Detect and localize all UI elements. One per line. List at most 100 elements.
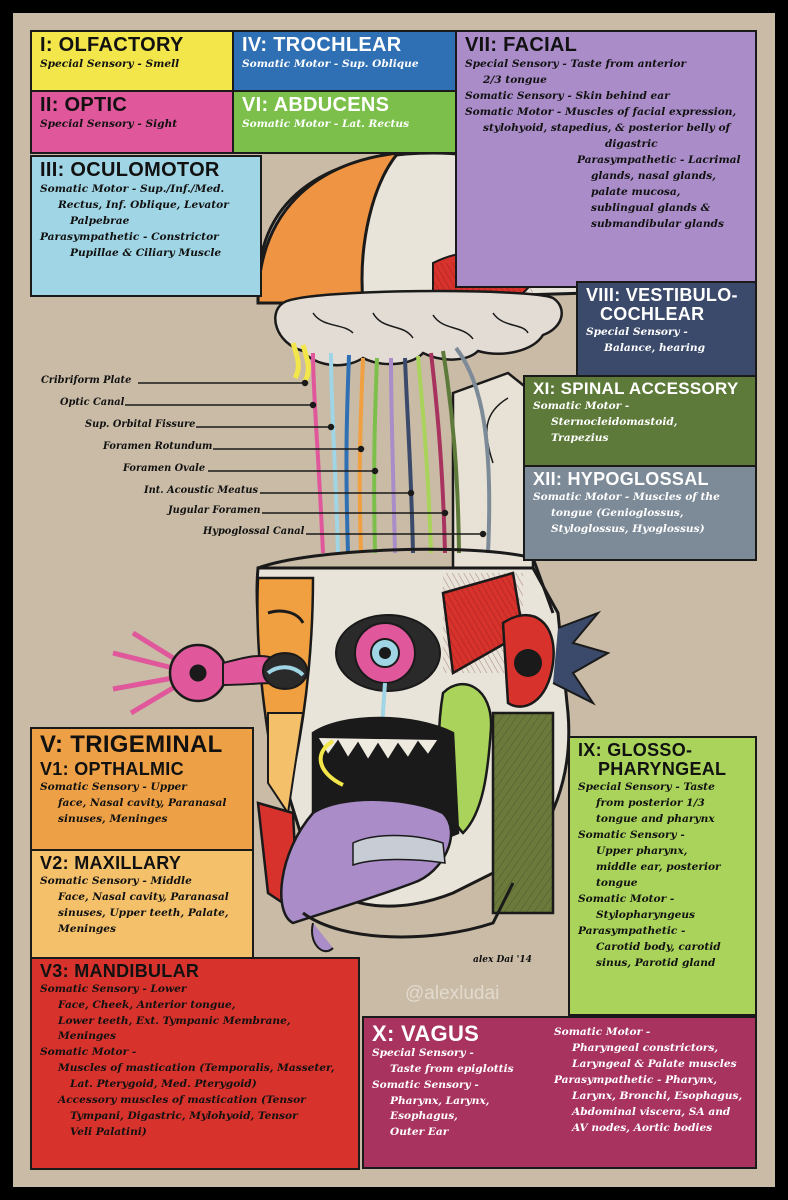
foramen-label: Int. Acoustic Meatus	[144, 485, 259, 496]
v1-line: Somatic Sensory - Upper	[40, 781, 187, 794]
hypoglossal-line: Somatic Motor - Muscles of the	[533, 490, 720, 503]
glossopharyngeal-line: from posterior 1/3	[596, 796, 705, 809]
glossopharyngeal-box: IX: GLOSSO- PHARYNGEAL Special Sensory -…	[568, 736, 757, 1016]
glossopharyngeal-line: middle ear, posterior	[596, 860, 721, 873]
facial-line: Parasympathetic - Lacrimal	[577, 154, 741, 167]
facial-line: digastric	[605, 138, 658, 151]
artist-signature: alex Dai '14	[473, 955, 532, 965]
glossopharyngeal-line: tongue	[596, 876, 638, 889]
foramina-leaders	[125, 379, 487, 538]
foramen-label: Foramen Ovale	[123, 463, 206, 474]
v2-box: V2: MAXILLARY Somatic Sensory - Middle F…	[30, 849, 254, 959]
glossopharyngeal-line: Parasympathetic -	[578, 925, 686, 938]
trochlear-line: Somatic Motor - Sup. Oblique	[242, 58, 419, 70]
oculomotor-box: III: OCULOMOTOR Somatic Motor - Sup./Inf…	[30, 155, 262, 297]
vagus-line: Abdominal viscera, SA and	[572, 1106, 731, 1119]
vagus-line: Pharyngeal constrictors,	[572, 1042, 719, 1055]
vestibulocochlear-line: Balance, hearing	[604, 341, 705, 354]
trigeminal-v1-box: V: TRIGEMINAL V1: OPTHALMIC Somatic Sens…	[30, 727, 254, 851]
facial-line: 2/3 tongue	[483, 74, 547, 87]
vagus-line: Outer Ear	[390, 1126, 449, 1139]
facial-line: sublingual glands &	[591, 202, 711, 215]
glossopharyngeal-line: sinus, Parotid gland	[596, 957, 716, 970]
glossopharyngeal-line: Upper pharynx,	[596, 844, 688, 857]
oculomotor-line: Palpebrae	[70, 215, 130, 228]
vagus-box: X: VAGUS Special Sensory - Taste from ep…	[362, 1016, 757, 1169]
abducens-box: VI: ABDUCENS Somatic Motor - Lat. Rectus	[232, 90, 457, 154]
vagus-line: Somatic Sensory -	[372, 1079, 479, 1092]
glossopharyngeal-line: Somatic Motor -	[578, 893, 675, 905]
oculomotor-line: Somatic Motor - Sup./Inf./Med.	[40, 183, 225, 195]
v2-title: V2: MAXILLARY	[40, 853, 182, 873]
hypoglossal-title: XII: HYPOGLOSSAL	[533, 469, 709, 489]
vagus-line: AV nodes, Aortic bodies	[572, 1122, 713, 1135]
abducens-line: Somatic Motor - Lat. Rectus	[242, 118, 410, 130]
credit-watermark: @alexludai	[405, 983, 500, 1004]
v3-line: Accessory muscles of mastication (Tensor	[58, 1094, 306, 1107]
abducens-title: VI: ABDUCENS	[242, 94, 390, 116]
optic-title: II: OPTIC	[40, 94, 128, 116]
v3-line: Lat. Pterygoid, Med. Pterygoid)	[70, 1078, 257, 1091]
v3-line: Somatic Motor -	[40, 1046, 137, 1059]
oculomotor-line: Parasympathetic - Constrictor	[40, 231, 219, 244]
oculomotor-line: Pupillae & Ciliary Muscle	[70, 247, 222, 260]
facial-box: VII: FACIAL Special Sensory - Taste from…	[455, 30, 757, 288]
v2-line: sinuses, Upper teeth, Palate,	[58, 906, 229, 919]
glossopharyngeal-title-2: PHARYNGEAL	[598, 758, 727, 779]
vagus-line: Larynx, Bronchi, Esophagus,	[572, 1090, 743, 1103]
v3-line: Lower teeth, Ext. Tympanic Membrane, Men…	[58, 1014, 291, 1042]
v3-title: V3: MANDIBULAR	[40, 961, 200, 981]
v3-line: Somatic Sensory - Lower	[40, 982, 187, 995]
poster: Cribriform Plate Optic Canal Sup. Orbita…	[13, 13, 775, 1187]
facial-line: submandibular glands	[591, 218, 724, 231]
optic-line: Special Sensory - Sight	[40, 118, 178, 130]
vestibulocochlear-title-2: COCHLEAR	[600, 303, 705, 324]
hypoglossal-box: XII: HYPOGLOSSAL Somatic Motor - Muscles…	[523, 465, 757, 561]
foramen-label: Sup. Orbital Fissure	[85, 419, 196, 430]
hypoglossal-line: Styloglossus, Hyoglossus)	[551, 522, 705, 535]
vagus-left-column: X: VAGUS Special Sensory - Taste from ep…	[372, 1022, 557, 1140]
glossopharyngeal-line: Carotid body, carotid	[596, 941, 721, 954]
v3-line: Muscles of mastication (Temporalis, Mass…	[58, 1062, 335, 1075]
foramen-label: Jugular Foramen	[168, 505, 261, 516]
optic-eye	[112, 630, 308, 716]
foramen-label: Hypoglossal Canal	[203, 526, 305, 537]
glossopharyngeal-line: Stylopharyngeus	[596, 909, 696, 922]
trochlear-box: IV: TROCHLEAR Somatic Motor - Sup. Obliq…	[232, 30, 457, 92]
olfactory-line: Special Sensory - Smell	[40, 58, 180, 70]
olfactory-title: I: OLFACTORY	[40, 34, 184, 56]
foramen-label: Optic Canal	[60, 397, 125, 408]
vestibulocochlear-line: Special Sensory -	[586, 325, 688, 338]
facial-line: palate mucosa,	[591, 186, 681, 199]
glossopharyngeal-title-1: IX: GLOSSO-	[578, 740, 693, 760]
optic-box: II: OPTIC Special Sensory - Sight	[30, 90, 234, 154]
v3-box: V3: MANDIBULAR Somatic Sensory - Lower F…	[30, 957, 360, 1170]
trochlear-title: IV: TROCHLEAR	[242, 34, 402, 56]
v1-line: sinuses, Meninges	[58, 813, 168, 826]
oculomotor-title: III: OCULOMOTOR	[40, 159, 220, 181]
glossopharyngeal-line: Special Sensory - Taste	[578, 780, 715, 793]
hypoglossal-line: tongue (Genioglossus,	[551, 506, 684, 519]
cranial-nerves	[311, 346, 492, 554]
vagus-line: Parasympathetic - Pharynx,	[554, 1074, 718, 1087]
foramen-label: Foramen Rotundum	[103, 441, 213, 452]
v1-title: V1: OPTHALMIC	[40, 759, 184, 780]
foramen-label: Cribriform Plate	[41, 375, 132, 386]
v3-line: Veli Palatini)	[70, 1126, 147, 1139]
facial-line: Somatic Sensory - Skin behind ear	[465, 90, 670, 103]
v3-line: Tympani, Digastric, Mylohyoid, Tensor	[70, 1110, 298, 1123]
vagus-title: X: VAGUS	[372, 1021, 480, 1046]
oculomotor-line: Rectus, Inf. Oblique, Levator	[58, 199, 229, 212]
facial-line: Somatic Motor - Muscles of facial expres…	[465, 106, 737, 119]
v1-line: face, Nasal cavity, Paranasal	[58, 797, 227, 810]
vagus-right-column: Somatic Motor - Pharyngeal constrictors,…	[554, 1024, 754, 1136]
vagus-line: Somatic Motor -	[554, 1026, 651, 1038]
accessory-title: XI: SPINAL ACCESSORY	[533, 379, 739, 398]
olfactory-box: I: OLFACTORY Special Sensory - Smell	[30, 30, 234, 92]
accessory-line: Somatic Motor -	[533, 399, 630, 412]
glossopharyngeal-line: Somatic Sensory -	[578, 828, 685, 841]
vagus-line: Pharynx, Larynx, Esophagus,	[390, 1095, 490, 1123]
accessory-line: Sternocleidomastoid,	[551, 415, 678, 428]
facial-line: stylohyoid, stapedius, & posterior belly…	[483, 122, 731, 135]
vestibulocochlear-box: VIII: VESTIBULO- COCHLEAR Special Sensor…	[576, 281, 757, 379]
